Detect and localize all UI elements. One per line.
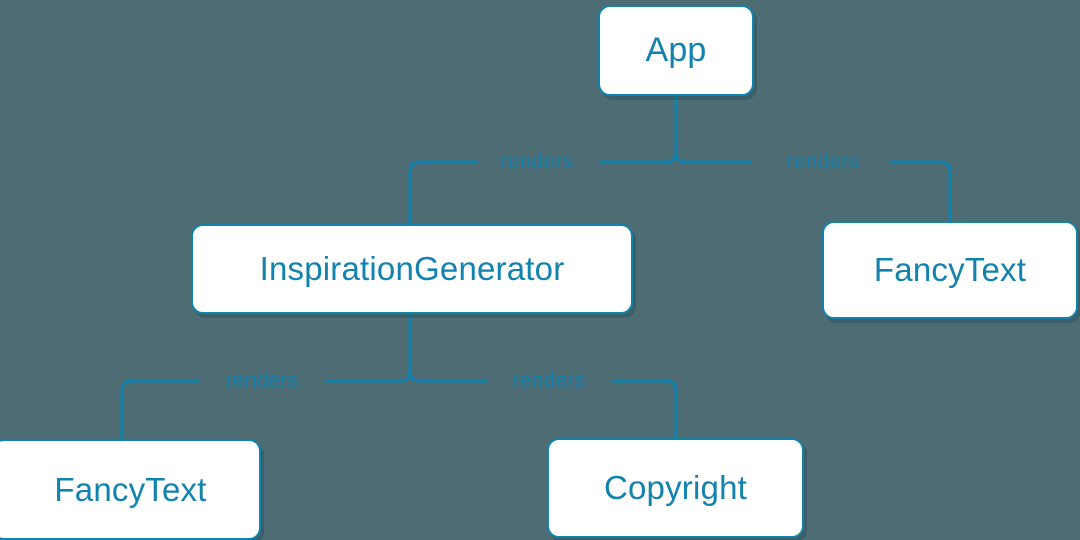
node-fancytext-right-label: FancyText xyxy=(873,251,1027,288)
edge-app-to-fancytext-right xyxy=(890,160,952,221)
node-fancytext-left-label: FancyText xyxy=(54,470,207,508)
edge-label-app-to-fancytext-right: renders xyxy=(786,150,860,173)
edge-inspiration-branch-left-turn xyxy=(325,370,412,383)
node-fancytext-right[interactable]: FancyText xyxy=(822,221,1078,319)
edge-inspiration-to-fancytext-left xyxy=(120,379,200,439)
node-app[interactable]: App xyxy=(598,5,754,96)
node-copyright[interactable]: Copyright xyxy=(547,438,804,538)
edge-app-branch-left-turn xyxy=(600,151,678,164)
node-fancytext-left[interactable]: FancyText xyxy=(0,439,261,540)
node-copyright-label: Copyright xyxy=(603,469,748,506)
edge-app-branch-right-turn xyxy=(674,151,752,164)
edge-label-inspiration-to-fancytext-left: renders xyxy=(225,369,299,392)
node-app-label: App xyxy=(645,31,707,69)
node-inspiration-generator[interactable]: InspirationGenerator xyxy=(191,224,633,314)
edge-app-to-inspiration xyxy=(408,160,477,224)
edge-inspiration-branch-right-turn xyxy=(408,370,487,383)
edge-label-inspiration-to-copyright: renders xyxy=(512,369,586,392)
edge-label-app-to-inspiration: renders xyxy=(500,150,574,173)
node-inspiration-generator-label: InspirationGenerator xyxy=(259,250,565,287)
edge-inspiration-to-copyright xyxy=(612,379,678,438)
